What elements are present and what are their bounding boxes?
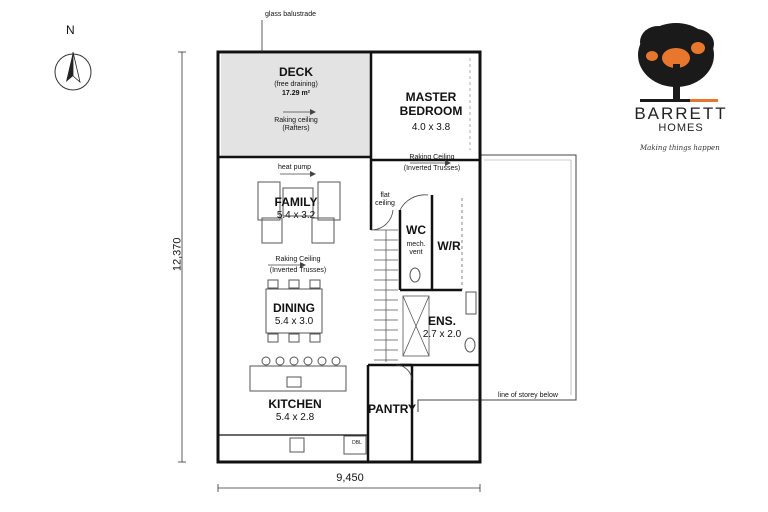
family-title: FAMILY	[274, 195, 318, 209]
staircase	[374, 229, 398, 362]
dining-table	[265, 279, 323, 343]
pantry-title: PANTRY	[368, 402, 416, 416]
width-dimension: 9,450	[336, 472, 364, 484]
toilet-icon	[409, 267, 421, 283]
interior-walls	[218, 52, 480, 462]
living-ceiling: Raking Ceiling (Inverted Trusses)	[269, 256, 327, 275]
ens-title: ENS.	[427, 314, 456, 328]
master-ceiling: Raking Ceiling (Inverted Trusses)	[403, 154, 461, 173]
exterior-walls	[216, 50, 482, 464]
dining-size: 5.4 x 3.0	[274, 316, 314, 327]
north-label: N	[66, 23, 75, 37]
master-title: MASTER BEDROOM	[399, 90, 463, 118]
dining-title: DINING	[273, 301, 315, 315]
storey-below-outline	[417, 154, 577, 412]
flat-ceiling-label: flat ceiling	[375, 192, 395, 208]
wc-note: mech. vent	[406, 241, 426, 257]
deck-ceiling: Raking ceiling (Rafters)	[274, 117, 318, 133]
balustrade-label: glass balustrade	[265, 11, 316, 18]
deck-area	[221, 54, 371, 157]
vanity	[465, 291, 477, 315]
north-arrow-icon	[54, 51, 92, 91]
brand-sub: HOMES	[658, 122, 704, 134]
kitchen-size: 5.4 x 2.8	[275, 412, 315, 423]
brand-name: BARRETT	[634, 104, 728, 123]
balustrade-posts	[222, 50, 241, 54]
wr-title: W/R	[437, 239, 461, 253]
heat-pump-label: heat pump	[278, 164, 312, 171]
height-dimension: 12,370	[171, 237, 184, 272]
storey-below-label: line of storey below	[498, 392, 558, 399]
deck-area: 17.29 m²	[281, 90, 311, 97]
dimension-lines	[178, 51, 481, 492]
barrett-tree-logo	[638, 23, 718, 102]
ensuite-toilet-icon	[464, 337, 476, 353]
door-swings	[370, 194, 429, 381]
kitchen-island	[249, 356, 367, 455]
appliance-label: DBL	[352, 440, 362, 446]
brand-tagline: Making things happen	[640, 144, 720, 152]
ens-size: 2.7 x 2.0	[422, 329, 462, 340]
kitchen-title: KITCHEN	[268, 397, 322, 411]
family-size: 5.4 x 3.2	[276, 210, 316, 221]
deck-note: (free draining)	[274, 81, 318, 88]
wc-title: WC	[406, 223, 426, 237]
shower	[402, 295, 430, 357]
master-size: 4.0 x 3.8	[411, 122, 451, 133]
sofa-furniture	[257, 181, 341, 244]
deck-title: DECK	[278, 65, 313, 79]
